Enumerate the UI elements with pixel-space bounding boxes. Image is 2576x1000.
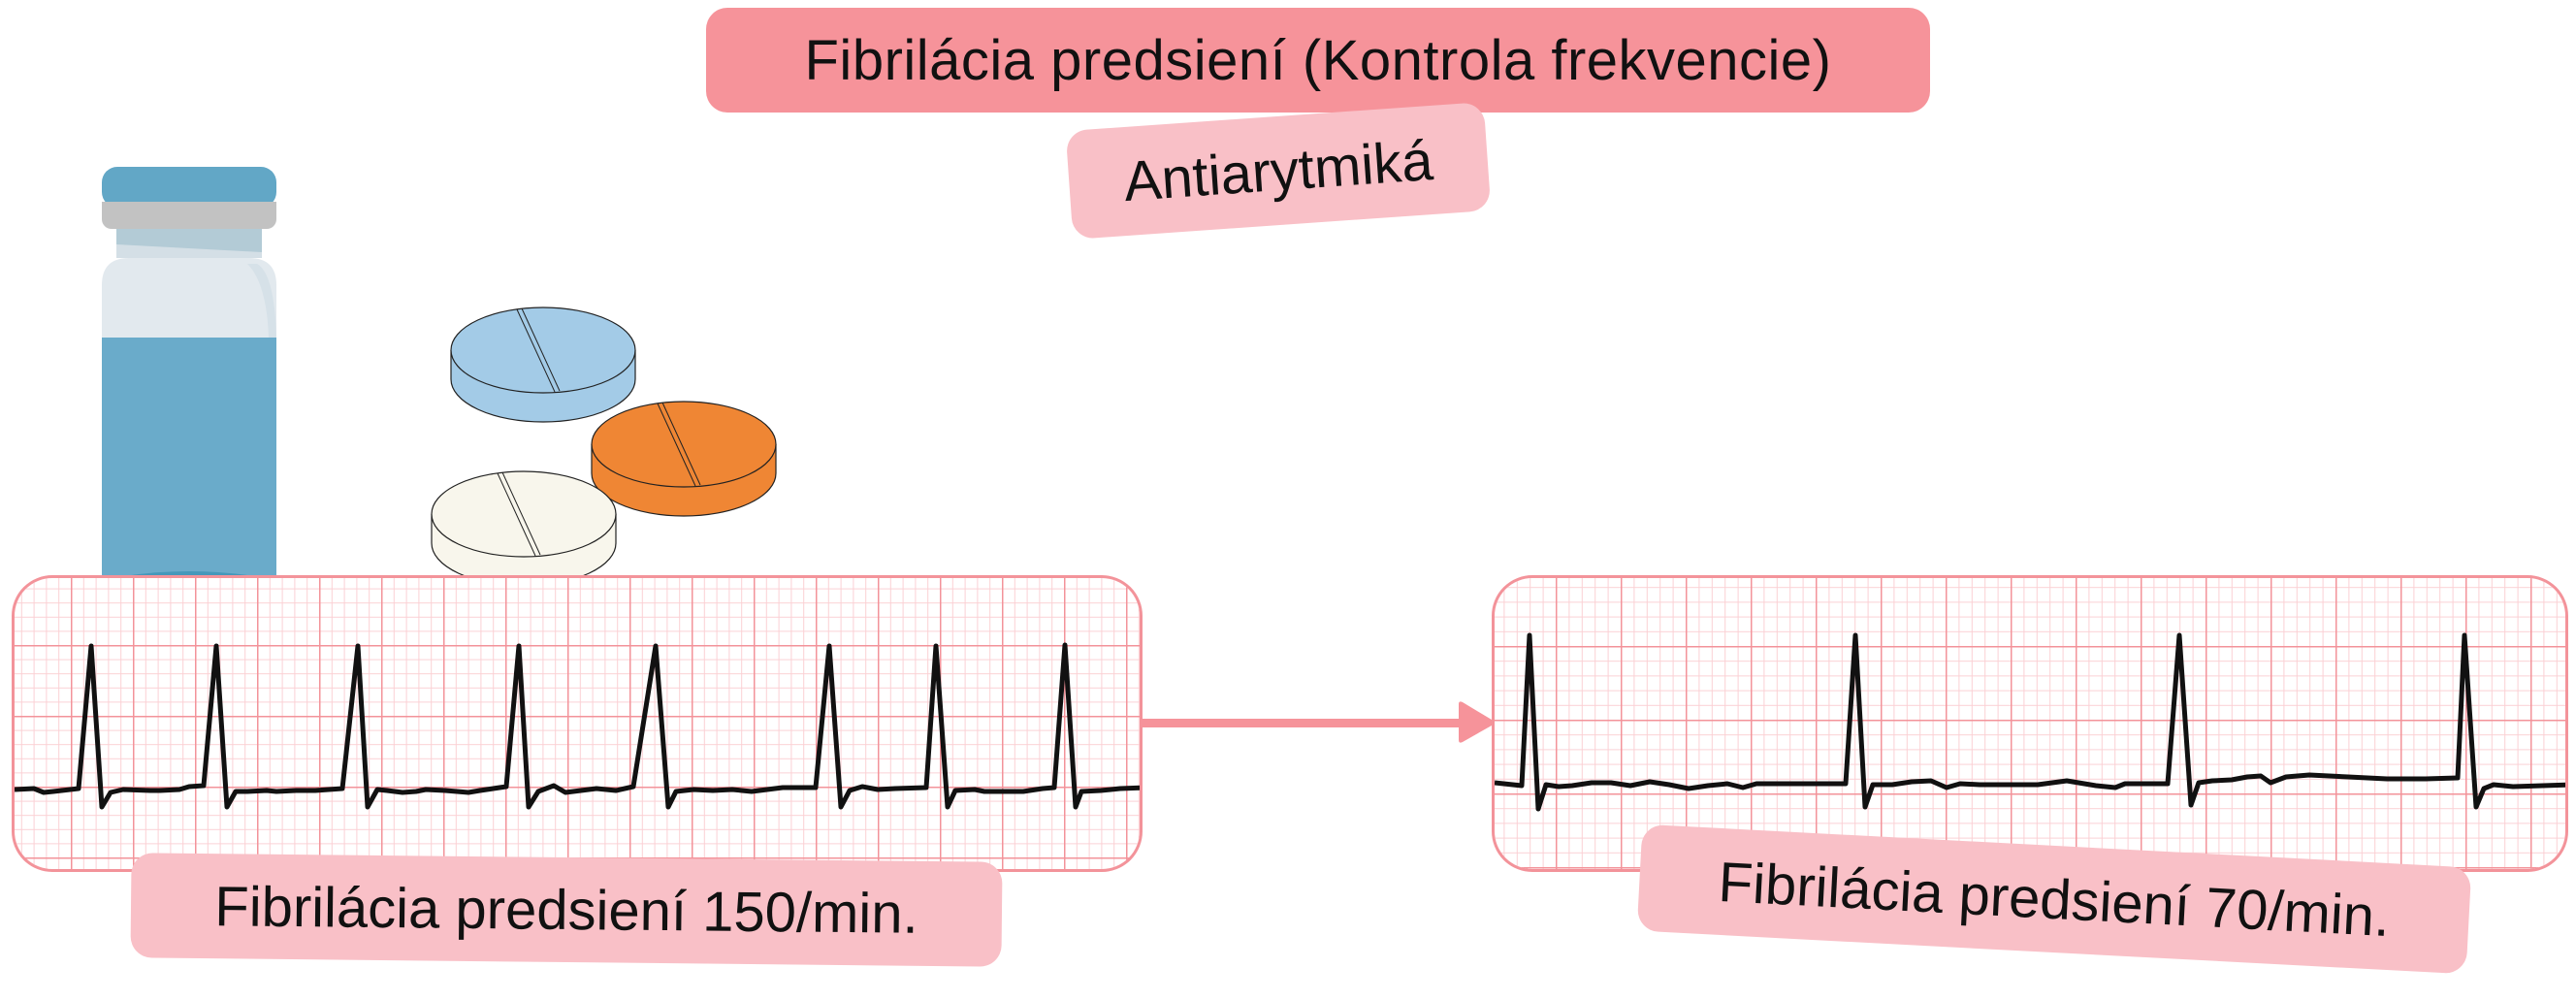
subtitle-banner: Antiarytmiká: [1065, 102, 1492, 240]
blue-pill-icon: [450, 306, 636, 423]
ecg-grid-before: [15, 578, 1140, 869]
title-banner: Fibrilácia predsiení (Kontrola frekvenci…: [706, 8, 1930, 113]
rate-before-label-box: Fibrilácia predsiení 150/min.: [130, 853, 1003, 967]
drug-class-label: Antiarytmiká: [1121, 128, 1435, 213]
arrow-right-icon: [1141, 701, 1494, 743]
ecg-grid-after: [1495, 578, 2565, 869]
ecg-trace-after: [1495, 632, 2565, 812]
rate-before-label: Fibrilácia predsiení 150/min.: [214, 874, 918, 946]
pills-illustration: [431, 306, 777, 587]
ecg-strip-before: [12, 575, 1143, 872]
ecg-strip-after: [1492, 575, 2568, 872]
page-title: Fibrilácia predsiení (Kontrola frekvenci…: [804, 28, 1832, 92]
medicine-vial-icon: [102, 167, 276, 590]
rate-after-label: Fibrilácia predsiení 70/min.: [1717, 850, 2392, 949]
white-pill-icon: [431, 470, 617, 587]
ecg-trace-before: [15, 642, 1140, 810]
orange-pill-icon: [591, 401, 777, 517]
